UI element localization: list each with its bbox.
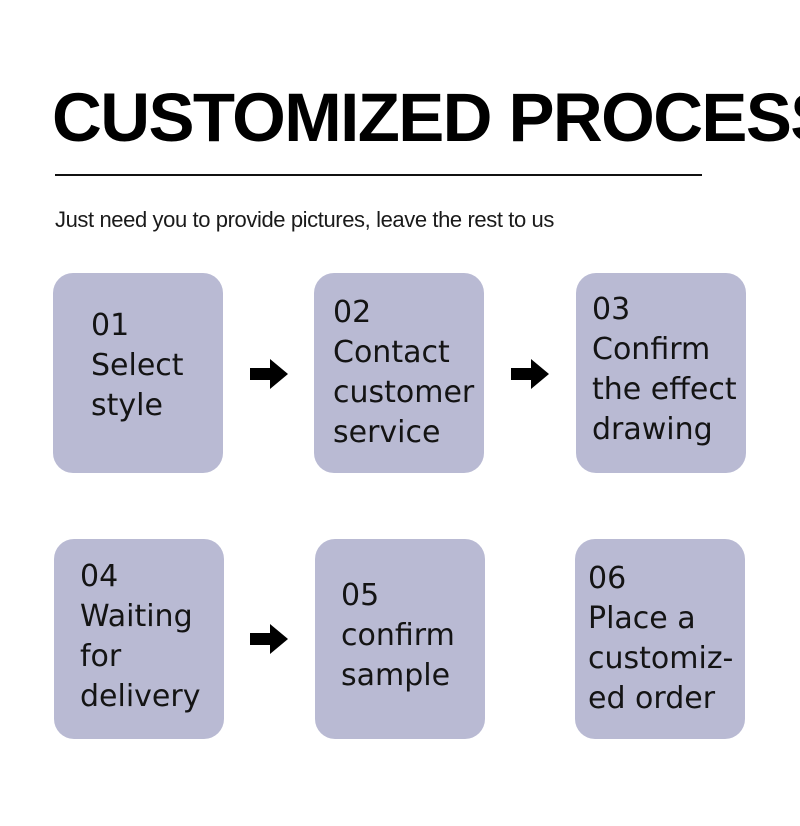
step-number: 01 xyxy=(91,308,130,343)
step-card-04: 04 Waiting for delivery xyxy=(54,539,224,739)
step-number: 02 xyxy=(333,295,372,330)
step-number: 06 xyxy=(588,561,627,596)
step-label-line: drawing xyxy=(592,412,713,447)
step-card-06: 06 Place a customiz- ed order xyxy=(575,539,745,739)
step-card-03: 03 Confirm the effect drawing xyxy=(576,273,746,473)
step-number: 05 xyxy=(341,578,380,613)
step-card-02: 02 Contact customer service xyxy=(314,273,484,473)
step-label-line: sample xyxy=(341,658,451,693)
step-number: 04 xyxy=(80,559,119,594)
arrow-right-icon xyxy=(511,359,549,389)
step-label-line: customer xyxy=(333,375,475,410)
step-label-line: delivery xyxy=(80,679,201,714)
step-card-01: 01 Select style xyxy=(53,273,223,473)
step-label-line: Select xyxy=(91,348,184,383)
step-label-line: confirm xyxy=(341,618,455,653)
step-label-line: the effect xyxy=(592,372,737,407)
step-number: 03 xyxy=(592,292,631,327)
step-label-line: Place a xyxy=(588,601,696,636)
subtitle: Just need you to provide pictures, leave… xyxy=(55,207,554,232)
step-card-05: 05 confirm sample xyxy=(315,539,485,739)
arrow-right-icon xyxy=(250,359,288,389)
step-label-line: Waiting xyxy=(80,599,193,634)
step-label-line: service xyxy=(333,415,441,450)
title-divider xyxy=(55,174,702,176)
step-label-line: customiz- xyxy=(588,641,734,676)
arrow-right-icon xyxy=(250,624,288,654)
step-label-line: ed order xyxy=(588,681,716,716)
step-label-line: Confirm xyxy=(592,332,711,367)
step-label-line: for xyxy=(80,639,122,674)
page-title: CUSTOMIZED PROCESS xyxy=(52,79,800,156)
step-label-line: Contact xyxy=(333,335,450,370)
step-label-line: style xyxy=(91,388,163,423)
